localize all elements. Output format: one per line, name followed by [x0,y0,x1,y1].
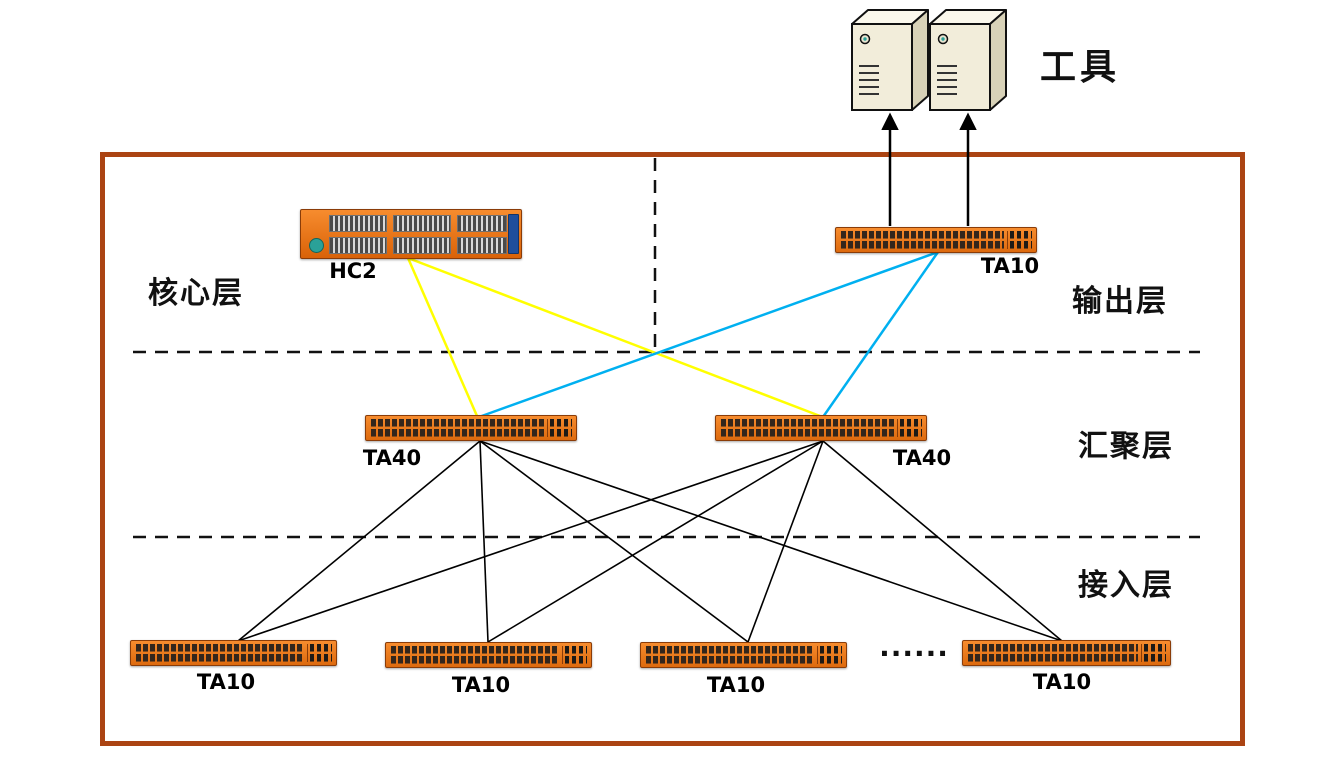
link-ta40left-access3 [479,440,749,643]
uplink-ports [817,646,842,664]
link-ta40left-access1 [237,440,481,642]
tools-label: 工具 [1040,47,1121,88]
vendor-logo-icon [309,238,324,253]
link-ta40left-access4 [479,440,1063,642]
uplink-ports [547,419,572,437]
port-strip [371,419,544,437]
server-tower-1 [851,9,929,111]
access-switch-4 [962,640,1171,666]
link-ta40right-access1 [237,440,824,642]
output-switch-ta10 [835,227,1037,253]
layer-label-output: 输出层 [1072,284,1168,319]
link-ta40right-access2 [487,440,824,643]
agg-switch-ta40-left [365,415,577,441]
access-switch-1 [130,640,337,666]
chassis-port-block [329,215,387,232]
access-switch-3 [640,642,847,668]
link-hc2-ta40-left [406,257,479,417]
layer-label-core: 核心层 [148,276,244,311]
uplink-ports [1007,231,1032,249]
port-strip [646,646,814,664]
label-agg-switch-right: TA40 [892,446,952,470]
port-strip [841,231,1004,249]
port-strip [968,644,1138,662]
uplink-ports [897,419,922,437]
port-strip [391,646,559,664]
port-strip [721,419,894,437]
core-chassis-hc2 [300,209,522,259]
chassis-port-block [457,215,507,232]
link-ta10out-ta40-left [478,250,939,419]
uplink-ports [1141,644,1166,662]
chassis-endcap [508,214,519,254]
label-access-switch-4: TA10 [1032,670,1092,694]
chassis-port-block [329,237,387,254]
layer-label-aggregation: 汇聚层 [1078,429,1174,464]
uplink-ports [562,646,587,664]
layer-label-access: 接入层 [1078,568,1174,603]
link-ta40right-access4 [822,440,1063,642]
access-switch-2 [385,642,592,668]
label-access-switch-2: TA10 [451,673,511,697]
label-output-switch: TA10 [980,254,1040,278]
chassis-port-block [393,237,451,254]
tool-servers-group [851,9,1007,111]
port-strip [136,644,304,662]
link-ta40left-access2 [479,440,489,643]
chassis-port-block [457,237,507,254]
link-ta40right-access3 [747,440,824,643]
agg-switch-ta40-right [715,415,927,441]
chassis-port-block [393,215,451,232]
label-core-chassis: HC2 [329,259,377,283]
label-access-switch-1: TA10 [196,670,256,694]
frame-border [100,152,1245,746]
uplink-ports [307,644,332,662]
link-hc2-ta40-right [407,256,821,418]
label-access-switch-3: TA10 [706,673,766,697]
more-switches-ellipsis: ...... [879,630,949,663]
server-tower-2 [929,9,1007,111]
label-agg-switch-left: TA40 [362,446,422,470]
link-ta10out-ta40-right [821,251,940,418]
